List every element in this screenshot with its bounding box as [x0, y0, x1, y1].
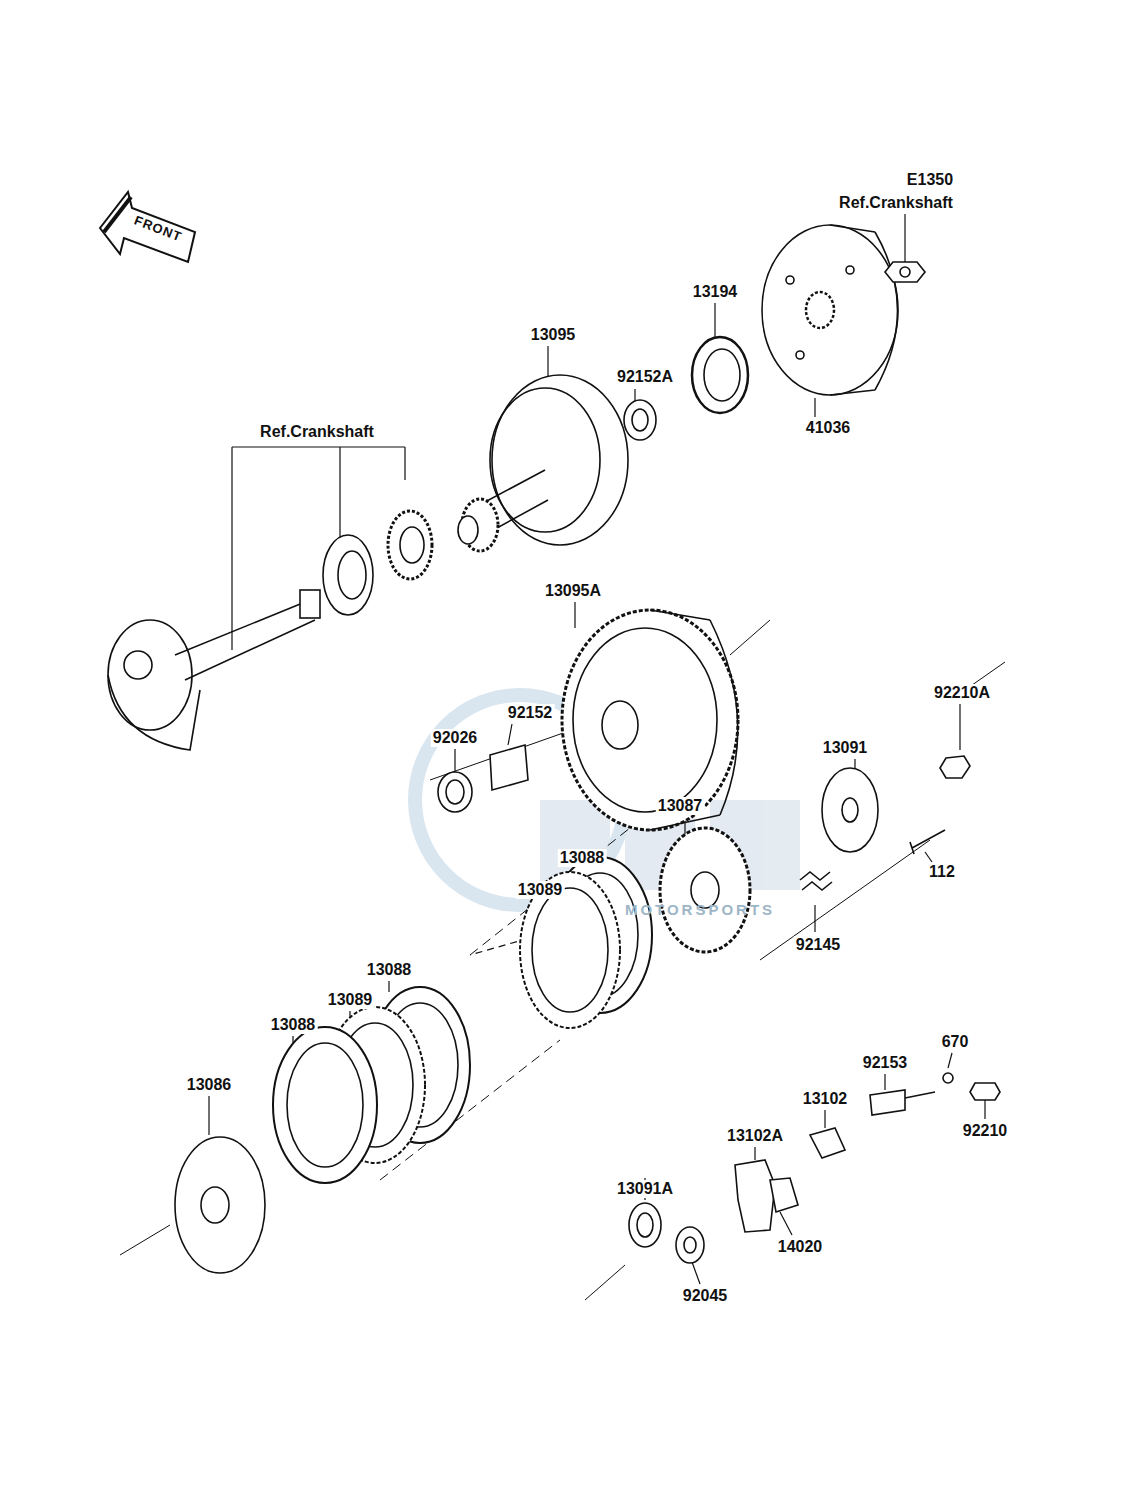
callout-number: 112: [927, 863, 957, 881]
drawing-code: E1350: [905, 171, 955, 189]
callout-number: 13091A: [615, 1180, 675, 1198]
reference-note: Ref.Crankshaft: [837, 194, 955, 212]
callout-number: 13102: [801, 1090, 850, 1108]
callout-number: 92152: [506, 704, 555, 722]
callout-number: 92026: [431, 729, 480, 747]
callout-number: 92145: [794, 936, 843, 954]
callout-number: 92152A: [615, 368, 675, 386]
callout-number: 13095A: [543, 582, 603, 600]
callout-number: 13087: [656, 797, 705, 815]
callout-number: 92210: [961, 1122, 1010, 1140]
watermark: MOTORSPORTS: [623, 901, 777, 919]
callout-number: 13194: [691, 283, 740, 301]
callout-number: 92045: [681, 1287, 730, 1305]
callout-number: 13095: [529, 326, 578, 344]
callout-number: 14020: [776, 1238, 825, 1256]
callout-number: 13089: [326, 991, 375, 1009]
callout-number: 13088: [558, 849, 607, 867]
callout-number: 13088: [365, 961, 414, 979]
callout-number: 13091: [821, 739, 870, 757]
callout-number: 13102A: [725, 1127, 785, 1145]
callout-number: 92210A: [932, 684, 992, 702]
callout-number: 41036: [804, 419, 853, 437]
callout-number: 92153: [861, 1054, 910, 1072]
callout-number: 13086: [185, 1076, 234, 1094]
callout-number: 13088: [269, 1016, 318, 1034]
callout-number: 13089: [516, 881, 565, 899]
callout-number: 670: [940, 1033, 971, 1051]
reference-note: Ref.Crankshaft: [258, 423, 376, 441]
